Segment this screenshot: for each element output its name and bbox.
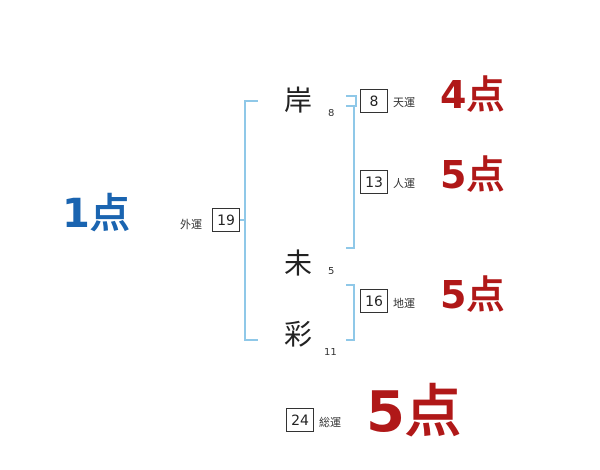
chiun-score: 5点 (440, 273, 505, 317)
name-char-2-strokes: 5 (328, 266, 335, 277)
jinun-bracket (346, 105, 355, 249)
jinun-score: 5点 (440, 153, 505, 197)
chiun-value: 16 (360, 289, 388, 313)
name-char-3-strokes: 11 (324, 347, 337, 358)
chiun-label: 地運 (393, 297, 415, 310)
gaiun-score: 1点 (62, 191, 130, 237)
name-char-1-strokes: 8 (328, 108, 335, 119)
tenun-value: 8 (360, 89, 388, 113)
tenun-label: 天運 (393, 96, 415, 109)
jinun-value: 13 (360, 170, 388, 194)
tenun-score: 4点 (440, 73, 505, 117)
name-char-2: 未 (284, 247, 313, 280)
jinun-label: 人運 (393, 177, 415, 190)
souun-label: 総運 (319, 416, 341, 429)
souun-score: 5点 (366, 380, 461, 445)
name-char-3: 彩 (284, 318, 313, 351)
outer-bracket (244, 100, 258, 341)
souun-value: 24 (286, 408, 314, 432)
tenun-bracket (346, 95, 357, 107)
gaiun-value: 19 (212, 208, 240, 232)
gaiun-label: 外運 (180, 218, 202, 231)
chiun-bracket (346, 284, 355, 341)
name-char-1: 岸 (284, 84, 313, 117)
